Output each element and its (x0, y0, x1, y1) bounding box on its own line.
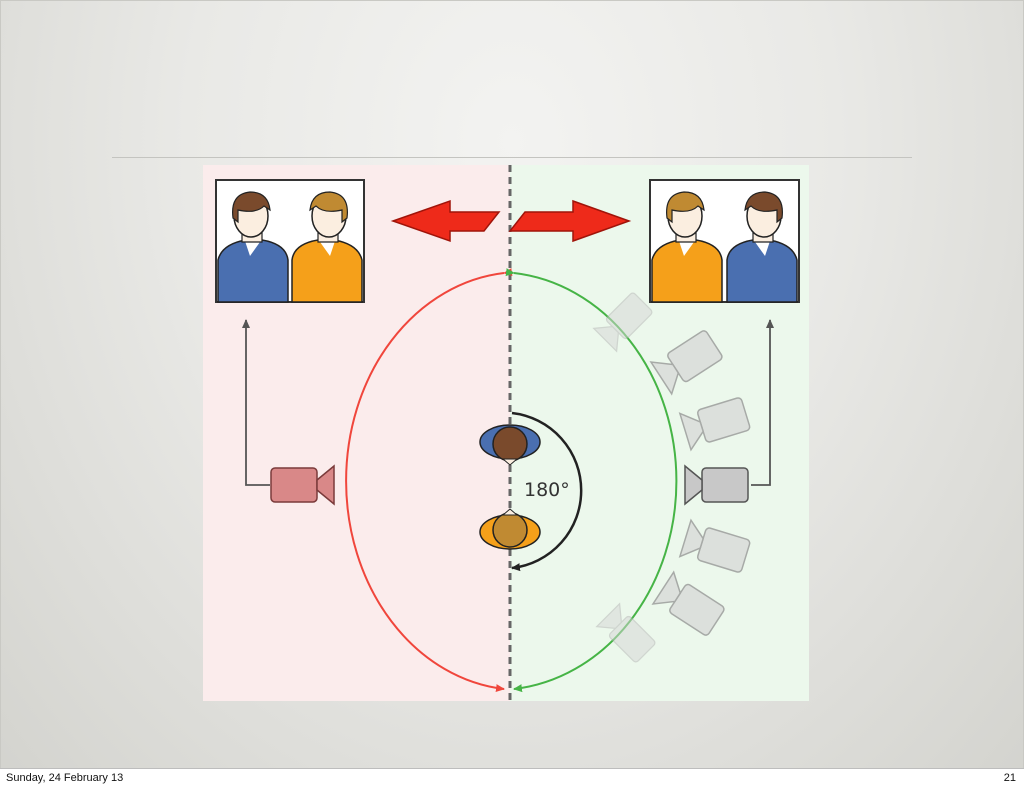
180-degree-arc (511, 411, 583, 572)
title-divider (112, 157, 912, 158)
person-blue-top-view-icon (479, 424, 541, 466)
angle-label: 180° (524, 479, 570, 501)
swap-arrow-icon (390, 199, 632, 243)
right-side-arc (505, 268, 678, 693)
camera-180-degree-rule-diagram: 180° (203, 165, 809, 701)
person-orange-top-view-icon (479, 508, 541, 550)
footer-bar: Sunday, 24 February 13 21 (0, 768, 1024, 789)
left-camera-feed-arrow (242, 319, 270, 486)
right-camera-feed-arrow (751, 319, 774, 486)
right-camera-frame (649, 179, 800, 303)
footer-date: Sunday, 24 February 13 (6, 772, 124, 784)
page-number: 21 (1003, 772, 1016, 784)
left-side-arc (345, 268, 513, 693)
left-camera-frame (215, 179, 365, 303)
